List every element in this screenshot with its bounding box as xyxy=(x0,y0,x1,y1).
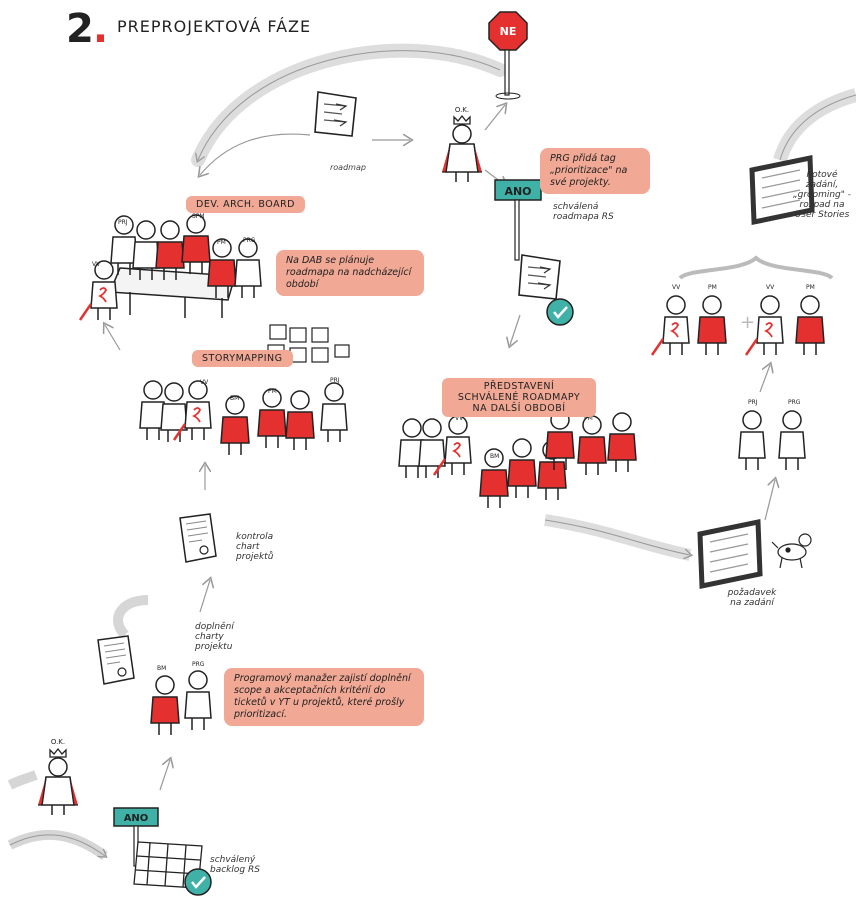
predstaveni-header: PŘEDSTAVENÍ SCHVÁLENÉ ROADMAPY NA DALŠÍ … xyxy=(442,378,596,417)
role-bm-bottom: BM xyxy=(157,665,166,672)
schvalena-roadmapa-label: schválená roadmapa RS xyxy=(553,202,614,222)
kontrola-chart-label: kontrola chart projektů xyxy=(236,532,274,562)
tablet-icon xyxy=(700,522,760,586)
approved-roadmap-board-icon xyxy=(518,254,561,300)
king-icon-bottom xyxy=(37,748,79,816)
schvaleny-backlog-label: schválený backlog RS xyxy=(210,855,260,875)
storymapping-header: STORYMAPPING xyxy=(192,350,293,367)
role-vv-right1: VV xyxy=(672,284,681,291)
doplneni-charty-label: doplnění charty projektu xyxy=(195,622,234,652)
role-prj-story: PRJ xyxy=(330,377,340,384)
role-vv-dab: VV xyxy=(92,261,101,268)
role-pm-right2: PM xyxy=(806,284,815,291)
note-prg-tag: PRG přidá tag „prioritizace" na své proj… xyxy=(540,148,650,194)
dog-icon xyxy=(771,533,812,569)
role-pm-dab: PM xyxy=(217,239,226,246)
role-prg-bottom: PRG xyxy=(192,661,205,668)
king-icon xyxy=(441,115,483,183)
role-pm-right1: PM xyxy=(708,284,717,291)
role-prj-right: PRJ xyxy=(748,399,758,406)
role-pm-pred: PM xyxy=(584,415,593,422)
role-vv-story: VV xyxy=(200,379,209,386)
role-ok-bottom: O.K. xyxy=(51,738,65,746)
note-dab: Na DAB se plánuje roadmapa na nadcházejí… xyxy=(276,250,424,296)
role-bm-story: BM xyxy=(230,395,239,402)
check-icon xyxy=(545,297,575,327)
role-vv-pred: VV xyxy=(455,415,464,422)
section-number: 2. xyxy=(66,6,108,52)
role-pm-story: PM xyxy=(268,388,277,395)
role-bm-pred: BM xyxy=(490,453,499,460)
check-icon-bottom xyxy=(183,867,213,897)
role-spm: SPM xyxy=(192,213,205,220)
sticky-notes-icon xyxy=(267,324,350,363)
project-charter-document-icon xyxy=(179,513,217,563)
ano-sign-label-top: ANO xyxy=(504,185,531,198)
note-programovy: Programový manažer zajistí doplnění scop… xyxy=(224,668,424,726)
role-prg-right: PRG xyxy=(788,399,801,406)
page-title: PREPROJEKTOVÁ FÁZE xyxy=(117,17,312,36)
plus-icon: + xyxy=(740,312,755,333)
ne-sign-label: NE xyxy=(500,25,517,38)
charter-document-icon xyxy=(97,635,135,685)
role-vv-right2: VV xyxy=(766,284,775,291)
ano-sign-label-bottom: ANO xyxy=(124,813,149,824)
hotove-zadani-label: hotové zadání, „grooming" - rozpad na Us… xyxy=(792,170,852,220)
ano-sign-icon-bottom xyxy=(113,807,159,867)
roadmap-label: roadmap xyxy=(330,163,366,172)
role-ok-top: O.K. xyxy=(455,106,469,114)
pozadavek-label: požadavek na zadání xyxy=(727,588,777,608)
role-prg-dab: PRG xyxy=(243,237,256,244)
roadmap-board-icon xyxy=(314,91,357,137)
stop-sign-icon xyxy=(488,11,528,100)
ano-sign-icon xyxy=(494,179,542,261)
dev-arch-board-header: DEV. ARCH. BOARD xyxy=(186,196,305,213)
role-prj-dab: PRJ xyxy=(118,219,128,226)
